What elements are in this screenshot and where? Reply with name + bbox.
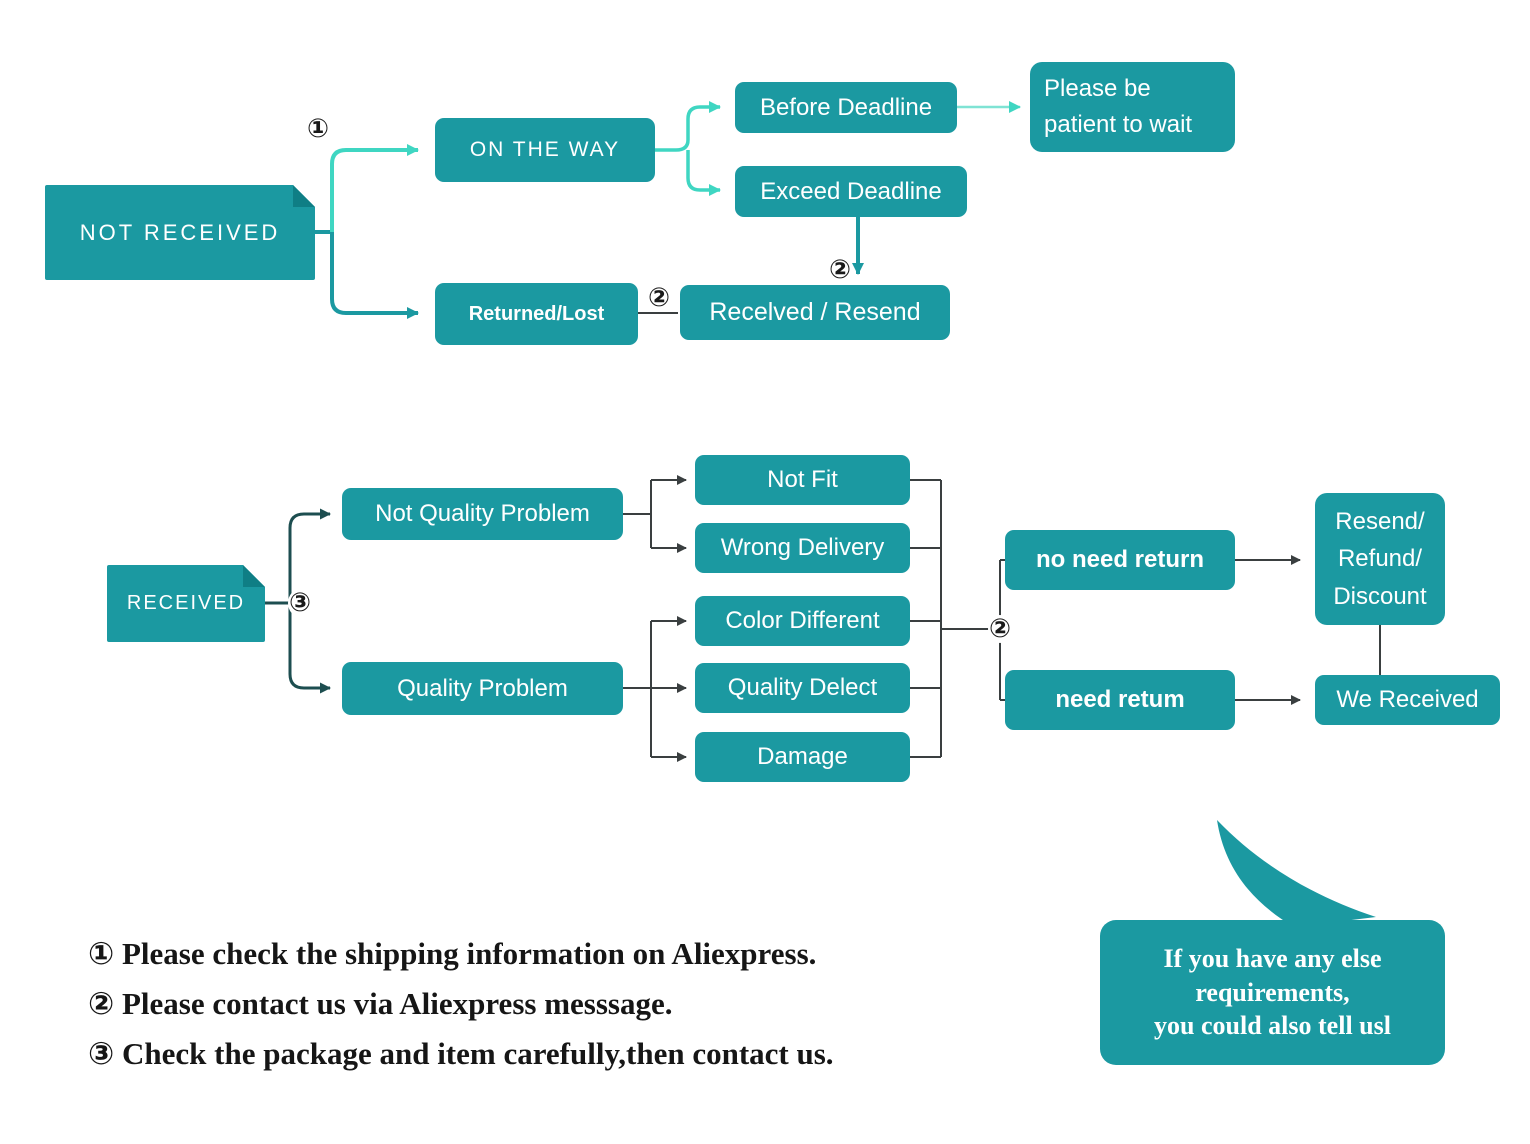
before-deadline-node: Before Deadline — [735, 82, 957, 133]
step-2-badge-exceed: ② — [828, 255, 853, 285]
on-the-way-node: ON THE WAY — [435, 118, 655, 182]
instruction-1: ① Please check the shipping information … — [88, 936, 817, 971]
not-fit-node: Not Fit — [695, 455, 910, 505]
connector-notreceived-to-returnedlost — [315, 230, 419, 319]
not-quality-problem-node: Not Quality Problem — [342, 488, 623, 540]
bracket-notqualityproblem — [623, 480, 652, 548]
no-need-return-node: no need return — [1005, 530, 1235, 590]
requirements-speech-bubble: If you have any else requirements, you c… — [1100, 920, 1445, 1065]
bracket-qualityproblem — [623, 621, 652, 757]
instruction-3: ③ Check the package and item carefully,t… — [88, 1036, 834, 1071]
color-different-node: Color Different — [695, 596, 910, 646]
step-2-badge-returned: ② — [647, 283, 672, 313]
quality-problem-node: Quality Problem — [342, 662, 623, 715]
step-3-badge: ③ — [288, 588, 313, 618]
received-node: RECEIVED — [107, 565, 265, 642]
returned-lost-node: Returned/Lost — [435, 283, 638, 345]
damage-node: Damage — [695, 732, 910, 782]
need-return-node: need retum — [1005, 670, 1235, 730]
connector-ontheway-to-beforedeadline — [655, 101, 721, 152]
wrong-delivery-node: Wrong Delivery — [695, 523, 910, 573]
instructions-list: ① Please check the shipping information … — [88, 936, 834, 1072]
not-received-node: NOT RECEIVED — [45, 185, 315, 280]
connector-ontheway-to-exceeddeadline — [686, 150, 721, 196]
received-resend-node: Recelved / Resend — [680, 285, 950, 340]
bubble-tail — [1217, 820, 1376, 927]
resend-refund-discount-node: Resend/ Refund/ Discount — [1315, 493, 1445, 625]
step-1-badge: ① — [306, 114, 331, 144]
step-2-badge-bottom: ② — [988, 614, 1013, 644]
connector-notreceived-to-ontheway — [330, 144, 419, 232]
connector-received-to-notqualityproblem — [288, 508, 331, 603]
quality-delect-node: Quality Delect — [695, 663, 910, 713]
exceed-deadline-node: Exceed Deadline — [735, 166, 967, 217]
we-received-node: We Received — [1315, 675, 1500, 725]
instruction-2: ② Please contact us via Aliexpress messs… — [88, 986, 673, 1021]
connector-received-to-qualityproblem — [288, 603, 331, 694]
please-wait-node: Please be patient to wait — [1030, 62, 1235, 152]
